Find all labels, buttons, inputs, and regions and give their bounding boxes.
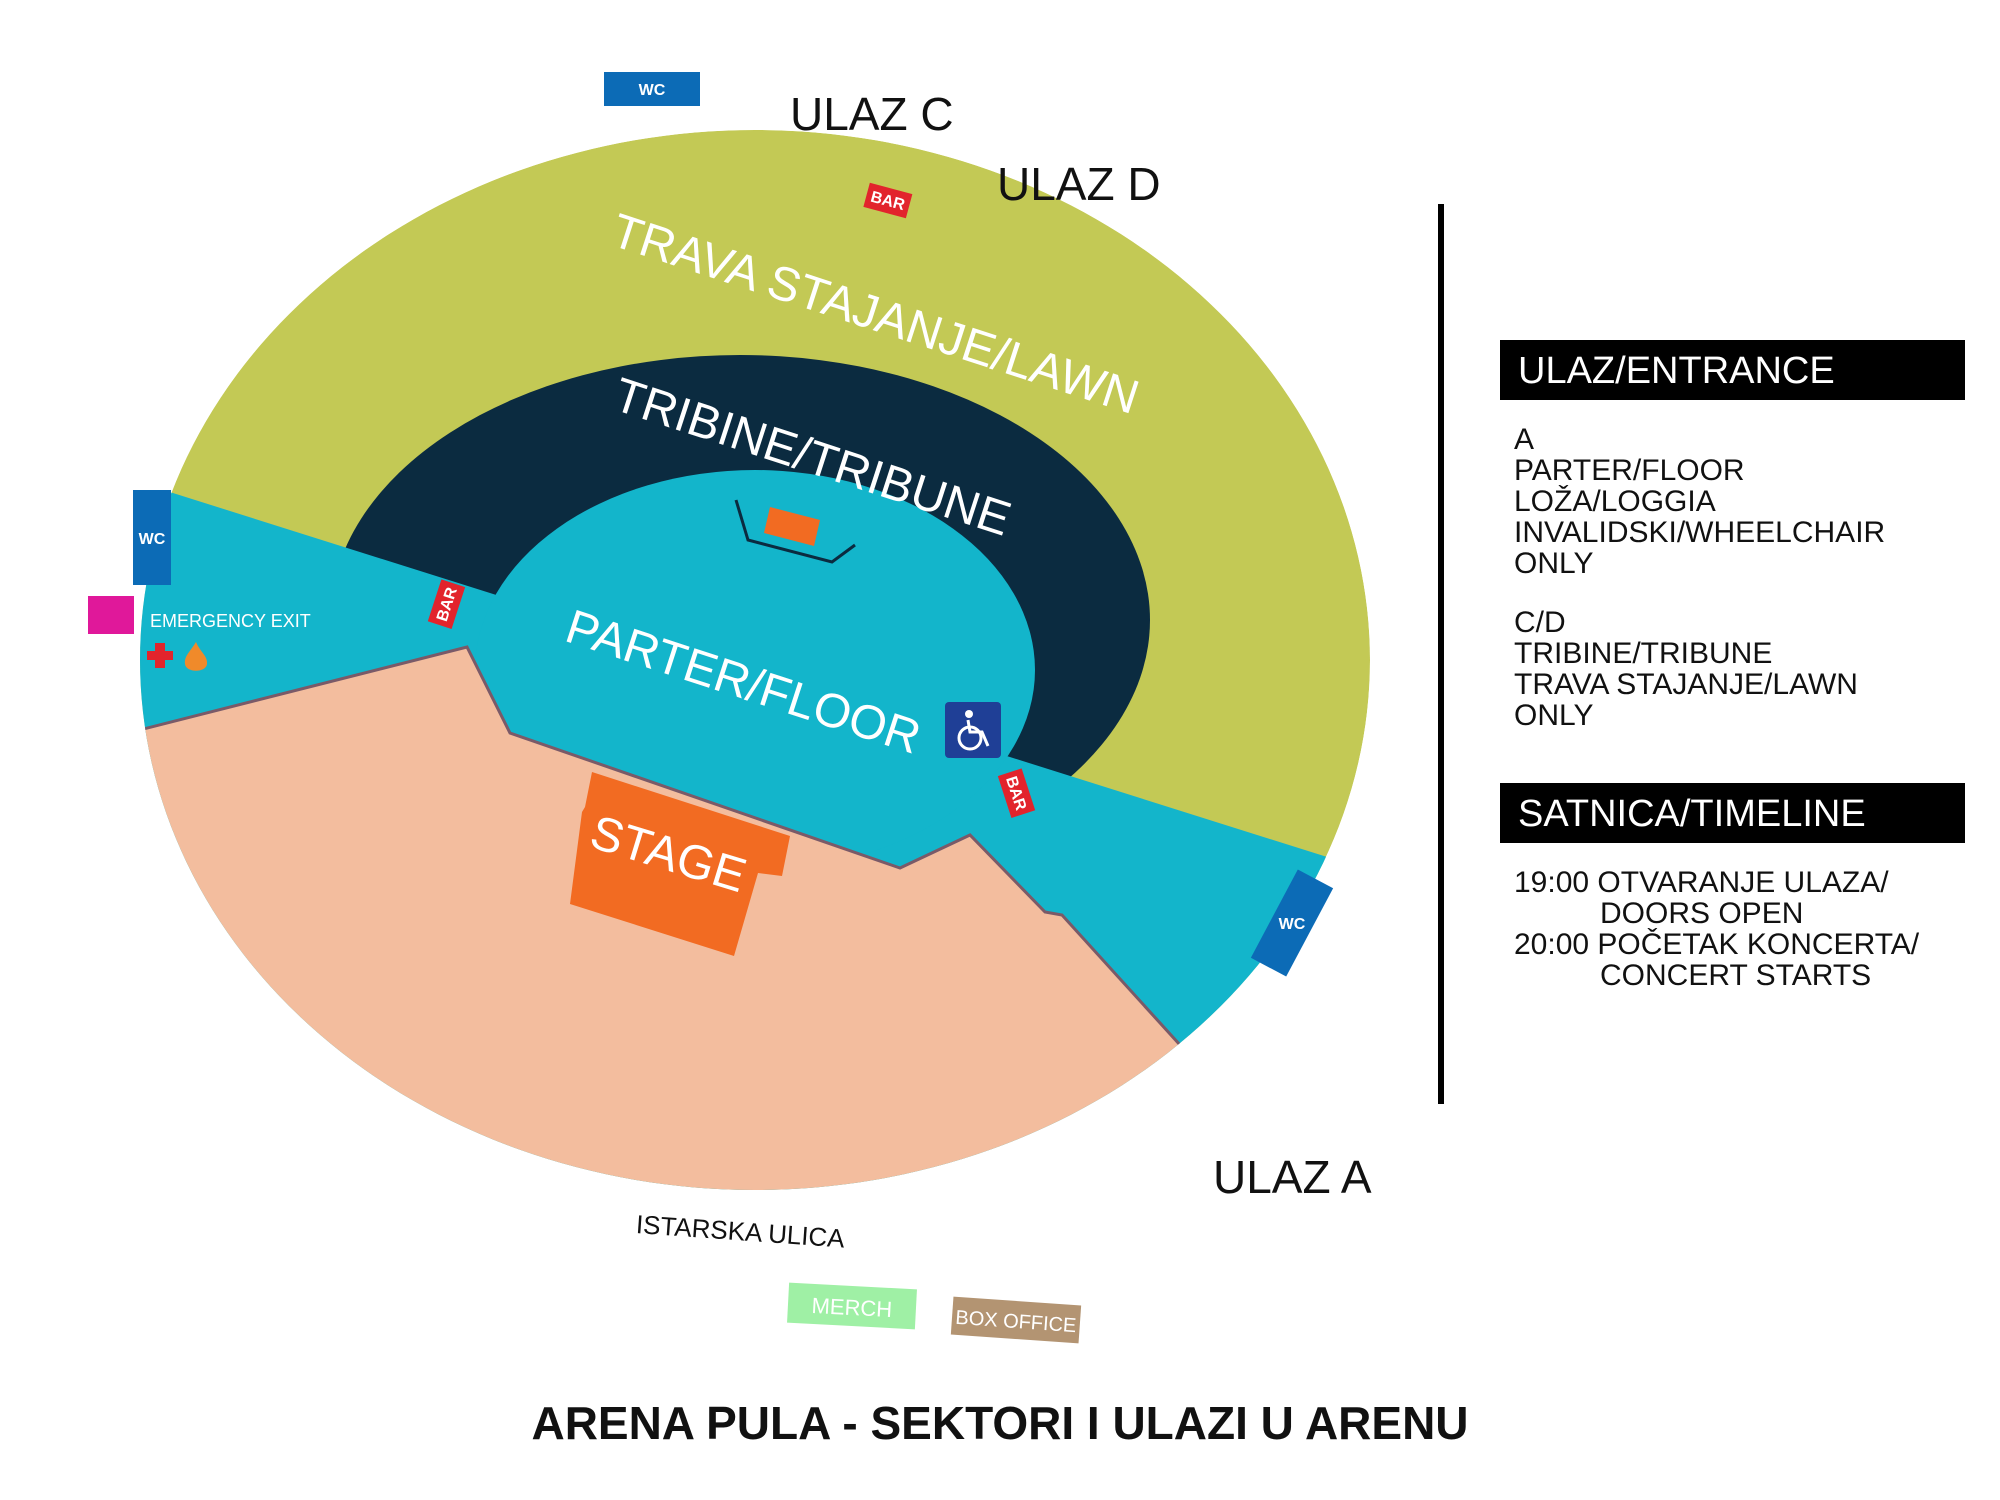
wc-top[interactable]: WC bbox=[604, 72, 700, 106]
box-office[interactable]: BOX OFFICE bbox=[950, 1296, 1082, 1344]
timeline-item: CONCERT STARTS bbox=[1600, 959, 1872, 992]
first-aid-icon bbox=[147, 643, 173, 668]
entrance-c-label: ULAZ C bbox=[790, 88, 954, 140]
entrance-a-line: LOŽA/LOGGIA bbox=[1514, 485, 1716, 518]
entrance-cd-line: TRIBINE/TRIBUNE bbox=[1514, 637, 1773, 670]
stage-shape bbox=[570, 772, 790, 956]
entrance-legend-header: ULAZ/ENTRANCE bbox=[1500, 340, 1965, 400]
entrance-a-label: ULAZ A bbox=[1213, 1151, 1372, 1203]
svg-text:MERCH: MERCH bbox=[811, 1293, 893, 1322]
timeline-item: 19:00 OTVARANJE ULAZA/ bbox=[1514, 866, 1889, 899]
wc-left[interactable]: WC bbox=[133, 490, 171, 585]
wheelchair-icon[interactable] bbox=[945, 702, 1001, 758]
timeline-legend: 19:00 OTVARANJE ULAZA/ DOORS OPEN 20:00 … bbox=[1500, 867, 1965, 991]
svg-text:WC: WC bbox=[1279, 916, 1306, 933]
legend-panel: ULAZ/ENTRANCE A PARTER/FLOOR LOŽA/LOGGIA… bbox=[1500, 340, 1965, 991]
wc-right[interactable]: WC bbox=[1250, 869, 1334, 977]
entrance-cd-line: TRAVA STAJANJE/LAWN bbox=[1514, 668, 1858, 701]
legend-divider bbox=[1438, 204, 1444, 1104]
street-label: ISTARSKA ULICA bbox=[635, 1209, 846, 1254]
entrance-a-line: A bbox=[1514, 423, 1535, 456]
merch-stand[interactable]: MERCH bbox=[787, 1282, 917, 1330]
entrance-a-line: INVALIDSKI/WHEELCHAIR bbox=[1514, 516, 1886, 549]
bar-right[interactable]: BAR bbox=[997, 768, 1036, 818]
entrance-legend: A PARTER/FLOOR LOŽA/LOGGIA INVALIDSKI/WH… bbox=[1500, 424, 1965, 731]
entrance-d-label: ULAZ D bbox=[997, 158, 1161, 210]
fire-icon bbox=[184, 642, 208, 671]
page-title: ARENA PULA - SEKTORI I ULAZI U ARENU bbox=[531, 1397, 1469, 1449]
timeline-item: DOORS OPEN bbox=[1600, 897, 1804, 930]
booth-outline bbox=[734, 499, 856, 564]
entrance-a-line: ONLY bbox=[1514, 547, 1594, 580]
emergency-exit-marker[interactable] bbox=[88, 596, 134, 634]
svg-text:WC: WC bbox=[639, 82, 666, 99]
booth-box bbox=[764, 507, 820, 546]
entrance-a-line: PARTER/FLOOR bbox=[1514, 454, 1745, 487]
entrance-cd-line: C/D bbox=[1514, 606, 1566, 639]
entrance-cd-line: ONLY bbox=[1514, 699, 1594, 732]
timeline-item: 20:00 POČETAK KONCERTA/ bbox=[1514, 928, 1920, 961]
timeline-legend-header: SATNICA/TIMELINE bbox=[1500, 783, 1965, 843]
emergency-exit-label: EMERGENCY EXIT bbox=[150, 611, 311, 631]
svg-text:WC: WC bbox=[139, 531, 166, 548]
